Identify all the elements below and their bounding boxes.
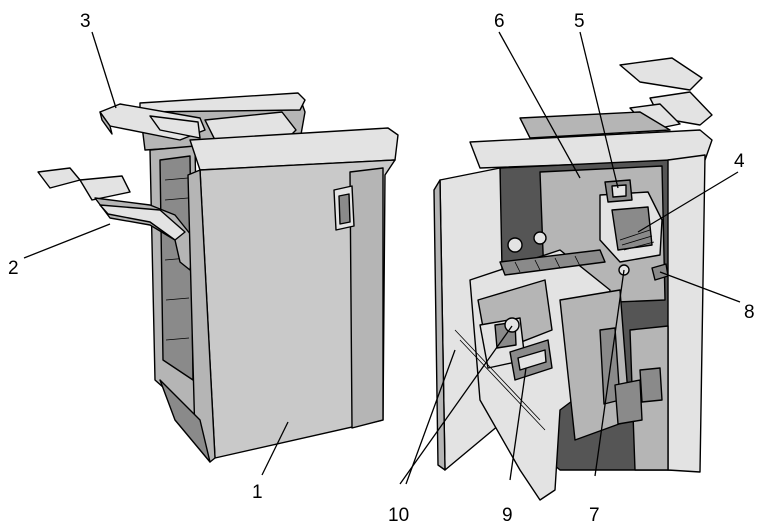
callout-10: 10 [388,505,409,526]
callout-2: 2 [8,258,19,279]
leader-7 [594,269,625,477]
callout-5: 5 [574,11,585,32]
callout-4: 4 [734,151,745,172]
leader-8 [659,271,741,303]
callout-6: 6 [494,11,505,32]
finisher-open-illustration [433,57,713,501]
callout-9: 9 [502,505,513,526]
callout-labels: 1 2 3 4 5 6 7 8 9 10 [8,11,755,526]
leader-4 [637,171,739,233]
leader-2 [23,223,111,259]
finisher-closed-illustration [37,92,399,463]
leader-1 [261,421,289,476]
leader-5 [579,31,619,189]
leader-6 [498,31,581,179]
leader-3 [91,31,117,109]
leader-10a [399,325,513,485]
callout-leaders [23,31,741,485]
callout-8: 8 [744,302,755,323]
leader-10b [405,349,456,485]
leader-9 [509,367,527,481]
callout-3: 3 [80,11,91,32]
callout-7: 7 [589,505,600,526]
callout-1: 1 [252,482,263,503]
